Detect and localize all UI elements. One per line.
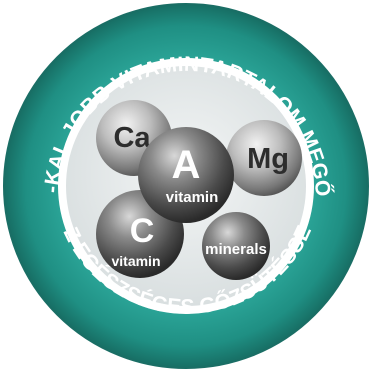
- a-vitamin-label: vitamin: [166, 189, 219, 206]
- a-vitamin-sphere: A vitamin: [138, 127, 234, 223]
- c-vitamin-label: vitamin: [111, 253, 160, 269]
- ring-edge: [3, 3, 369, 369]
- minerals-sphere: minerals: [202, 212, 270, 280]
- ca-symbol: Ca: [113, 122, 151, 154]
- c-symbol: C: [130, 212, 155, 250]
- a-symbol: A: [172, 143, 201, 187]
- mg-symbol: Mg: [247, 143, 289, 175]
- minerals-label: minerals: [205, 241, 267, 258]
- mg-sphere: Mg: [226, 120, 302, 196]
